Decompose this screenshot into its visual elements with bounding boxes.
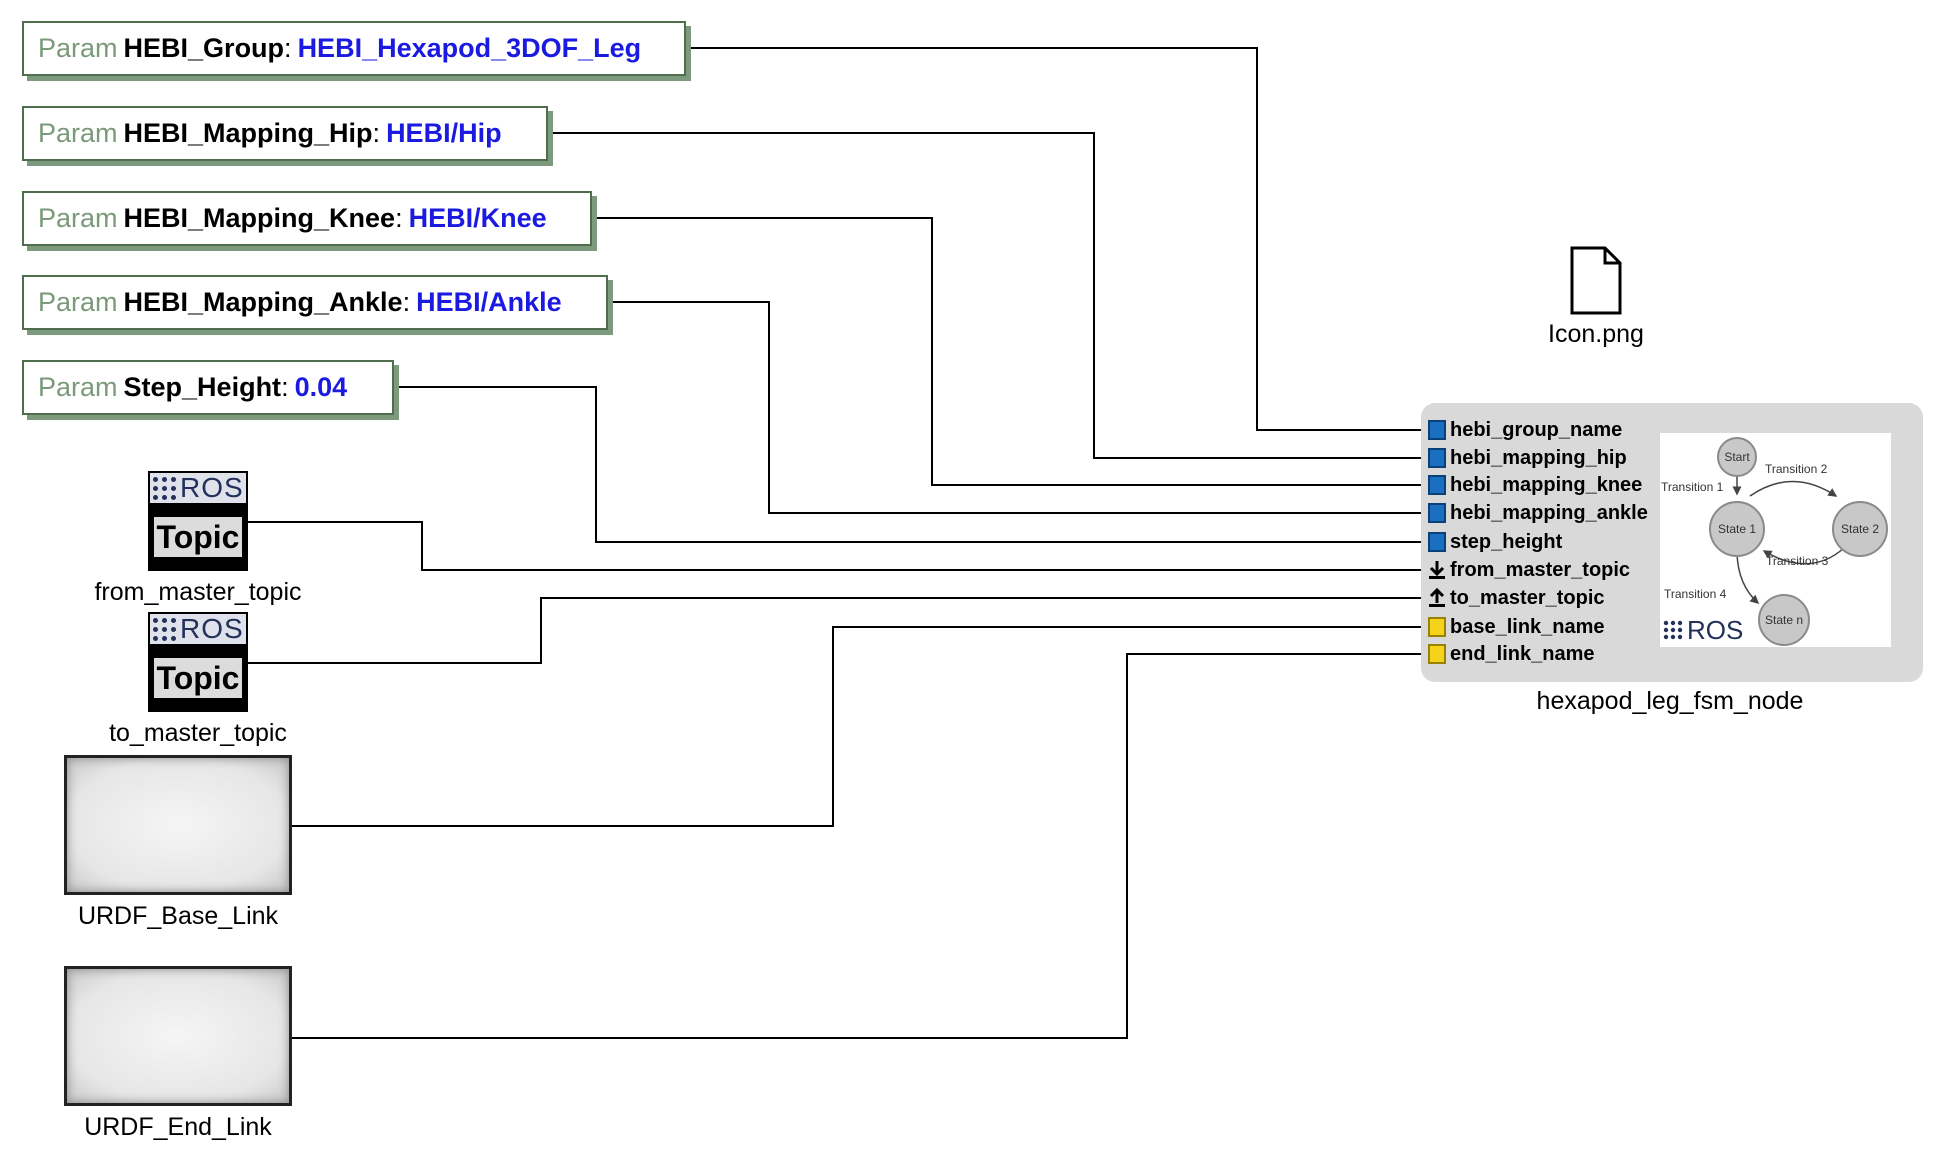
port-hebi-mapping-hip[interactable]: hebi_mapping_hip [1428,445,1627,471]
param-name: HEBI_Mapping_Ankle [123,287,403,317]
param-name: Step_Height [123,372,282,402]
param-colon: : [372,118,381,148]
param-value: HEBI_Hexapod_3DOF_Leg [297,33,642,63]
topic-label: Topic [152,656,244,700]
param-keyword: Param [38,372,118,402]
port-step-height[interactable]: step_height [1428,529,1562,555]
port-label: hebi_group_name [1450,418,1623,441]
ros-text: ROS [1687,615,1743,645]
port-label: to_master_topic [1450,586,1605,609]
port-label: hebi_mapping_knee [1450,473,1643,496]
port-label: end_link_name [1450,642,1595,665]
param-colon: : [402,287,411,317]
port-hebi-group-name[interactable]: hebi_group_name [1428,417,1622,443]
edge-hebi-mapping-knee [592,217,1428,486]
urdf-base-link-box[interactable] [64,755,292,895]
file-icon[interactable] [1569,246,1623,316]
param-hebi-mapping-hip[interactable]: Param HEBI_Mapping_Hip: HEBI/Hip [22,106,548,161]
edge-hebi-group [686,47,1428,431]
topic-label: Topic [152,515,244,559]
ros-logo: ROS [150,613,246,644]
param-value: 0.04 [294,372,348,402]
param-colon: : [284,33,292,63]
param-keyword: Param [38,203,118,233]
port-hebi-mapping-knee[interactable]: hebi_mapping_knee [1428,472,1642,498]
ros-logo: ROS [1663,615,1743,645]
fsm-transition-label: Transition 2 [1765,462,1828,476]
param-value: HEBI/Knee [408,203,547,233]
ros-topic-icon[interactable]: ROS Topic [148,471,248,571]
port-label: from_master_topic [1450,558,1631,581]
param-colon: : [281,372,289,402]
urdf-end-link-box[interactable] [64,966,292,1106]
param-hebi-mapping-knee[interactable]: Param HEBI_Mapping_Knee: HEBI/Knee [22,191,592,246]
edge-base-link [292,626,1428,827]
param-hebi-group[interactable]: Param HEBI_Group: HEBI_Hexapod_3DOF_Leg [22,21,686,76]
port-label: step_height [1450,530,1563,553]
edge-end-link [292,653,1428,1039]
fsm-state-label: State 2 [1841,522,1879,536]
upload-arrow-icon [1429,588,1445,607]
param-port-icon [1428,475,1446,495]
port-end-link-name[interactable]: end_link_name [1428,641,1595,667]
fsm-state-n [1758,594,1810,646]
file-name: Icon.png [1548,320,1644,348]
param-name: HEBI_Mapping_Knee [123,203,396,233]
param-keyword: Param [38,118,118,148]
document-icon [1570,246,1622,315]
param-keyword: Param [38,33,118,63]
fsm-state-label: State 1 [1718,522,1756,536]
param-keyword: Param [38,287,118,317]
param-value: HEBI/Hip [386,118,502,148]
param-hebi-mapping-ankle[interactable]: Param HEBI_Mapping_Ankle: HEBI/Ankle [22,275,608,330]
edge-from-master-topic [248,521,1428,571]
fsm-state-label: Start [1724,450,1750,464]
ros-dots-icon [152,616,178,642]
fsm-state-start [1717,437,1757,477]
ros-text: ROS [180,472,244,503]
param-name: HEBI_Mapping_Hip [123,118,373,148]
fsm-transition-label: Transition 1 [1661,480,1724,494]
link-port-icon [1428,644,1446,664]
fsm-transition-label: Transition 4 [1664,587,1727,601]
topic-name-from-master: from_master_topic [94,578,302,606]
fsm-state-label: State n [1765,613,1803,627]
urdf-end-link-label: URDF_End_Link [84,1113,272,1141]
ros-text: ROS [180,613,244,644]
param-colon: : [395,203,403,233]
ros-dots-icon [152,475,178,501]
ros-logo: ROS [150,472,246,503]
edge-step-height [394,386,1428,543]
urdf-base-link-label: URDF_Base_Link [77,902,279,930]
download-arrow-icon [1429,561,1445,579]
port-from-master-topic[interactable]: from_master_topic [1428,557,1630,583]
fsm-state-2 [1832,501,1888,557]
param-value: HEBI/Ankle [416,287,562,317]
node-name: hexapod_leg_fsm_node [1536,687,1804,715]
port-label: hebi_mapping_ankle [1450,501,1648,524]
param-port-icon [1428,448,1446,468]
port-label: hebi_mapping_hip [1450,446,1627,469]
port-to-master-topic[interactable]: to_master_topic [1428,585,1605,611]
edge-hebi-mapping-ankle [608,301,1428,514]
edge-hebi-mapping-hip [548,132,1428,459]
param-port-icon [1428,503,1446,523]
fsm-state-1 [1709,501,1765,557]
param-step-height[interactable]: Param Step_Height: 0.04 [22,360,394,415]
link-port-icon [1428,617,1446,637]
port-base-link-name[interactable]: base_link_name [1428,614,1605,640]
topic-name-to-master: to_master_topic [109,719,287,747]
port-hebi-mapping-ankle[interactable]: hebi_mapping_ankle [1428,500,1648,526]
fsm-diagram-image: Start State 1 State 2 State n Transition… [1660,433,1891,647]
port-label: base_link_name [1450,615,1605,638]
param-port-icon [1428,420,1446,440]
fsm-transition-label: Transition 3 [1766,554,1829,568]
ros-topic-icon[interactable]: ROS Topic [148,612,248,712]
edge-to-master-topic [248,597,1428,664]
param-port-icon [1428,532,1446,552]
param-name: HEBI_Group [123,33,285,63]
